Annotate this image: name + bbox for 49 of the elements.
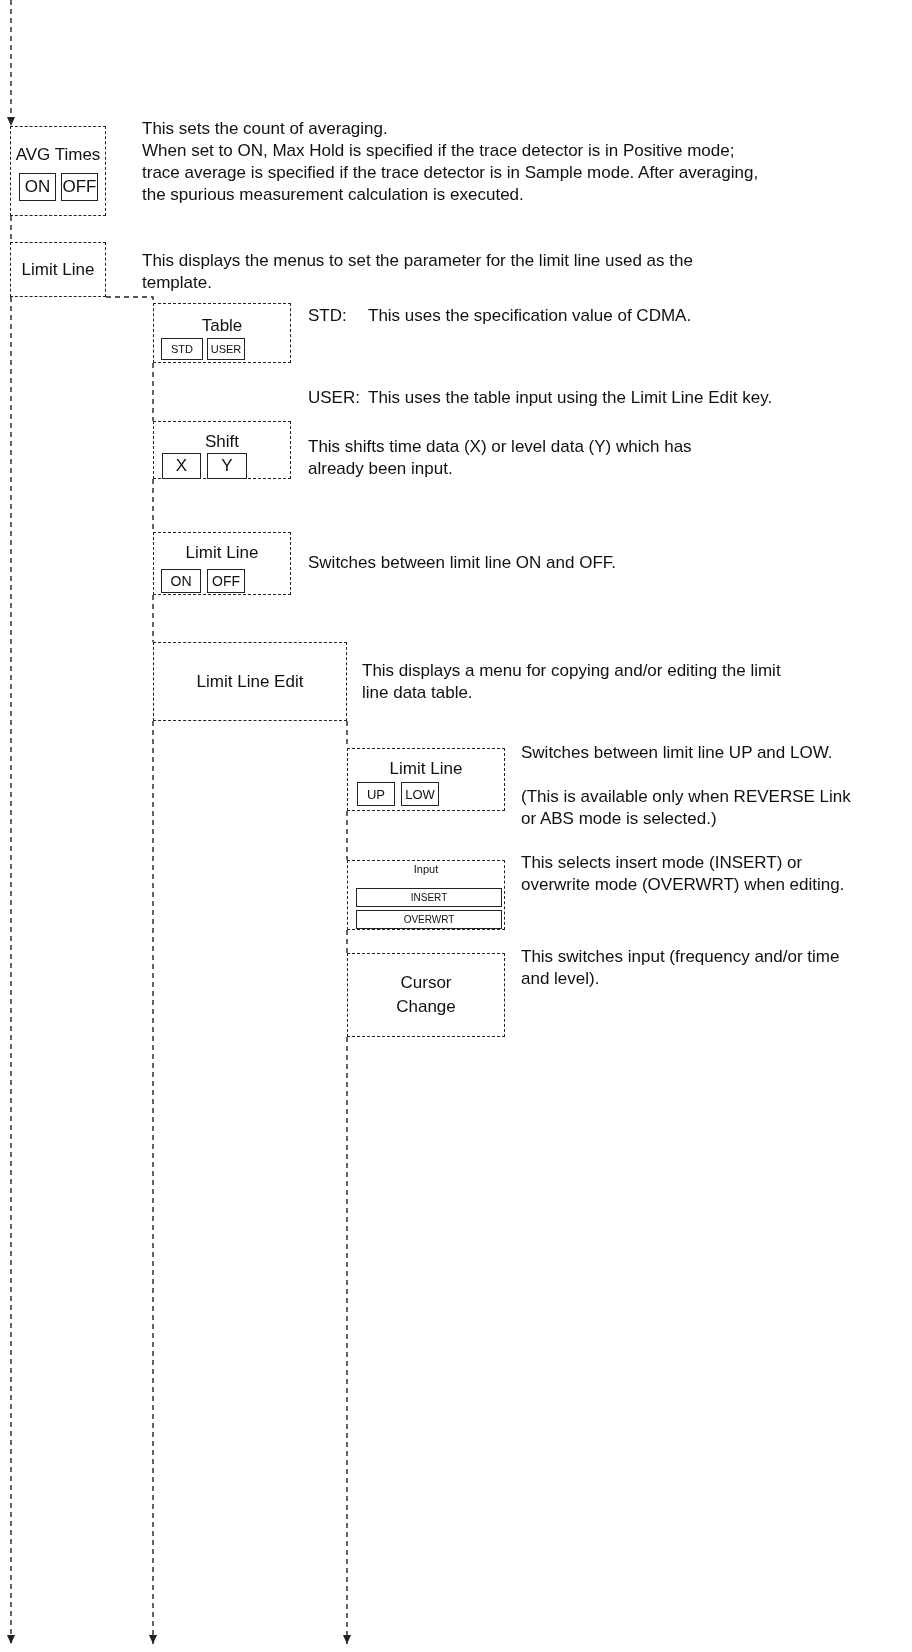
description-text: This switches input (frequency and/or time and level). xyxy=(521,946,841,990)
option-label: USER: xyxy=(308,387,361,409)
description-text: This uses the table input using the Limit Line Edit key. xyxy=(368,387,774,409)
menu-box: Limit Line xyxy=(10,242,106,297)
menu-box xyxy=(153,532,291,595)
description-text: This selects insert mode (INSERT) or overwrite mode (OVERWRT) when editing. xyxy=(521,852,846,896)
key-button: INSERT xyxy=(356,888,502,907)
description-text: Switches between limit line ON and OFF. xyxy=(308,552,617,574)
arrow xyxy=(7,296,15,1645)
key-button: ON xyxy=(19,173,56,201)
menu-title: Limit Line xyxy=(388,759,464,779)
menu-box xyxy=(153,421,291,479)
menu-box xyxy=(347,748,505,811)
key-button: OFF xyxy=(61,173,98,201)
arrow xyxy=(149,720,157,1645)
key-button: STD xyxy=(161,338,203,360)
key-button: X xyxy=(162,453,201,479)
menu-box: Limit Line Edit xyxy=(153,642,347,721)
description-text: When set to ON, Max Hold is specified if the trace detector is in Positive mode; trace average is specified if the trace detector is in Sample mode. After averaging, the spurious measurement calculation is executed. xyxy=(142,140,760,206)
option-label: STD: xyxy=(308,305,348,327)
menu-box xyxy=(153,303,291,363)
description-text: Switches between limit line UP and LOW. xyxy=(521,742,834,764)
key-button: USER xyxy=(207,338,245,360)
description-text: This shifts time data (X) or level data (Y) which has already been input. xyxy=(308,436,693,480)
description-text: This sets the count of averaging. xyxy=(142,118,389,140)
description-text: (This is available only when REVERSE Link or ABS mode is selected.) xyxy=(521,786,851,830)
key-button: OFF xyxy=(207,569,245,593)
key-button: UP xyxy=(357,782,395,806)
key-button: LOW xyxy=(401,782,439,806)
key-button: OVERWRT xyxy=(356,910,502,929)
arrow xyxy=(7,0,15,127)
connector-line xyxy=(152,362,154,422)
connector-line xyxy=(152,594,154,643)
description-text: This uses the specification value of CDMA. xyxy=(368,305,693,327)
menu-box xyxy=(10,126,106,216)
menu-title: Limit Line xyxy=(184,543,260,563)
menu-title: Shift xyxy=(204,432,240,452)
connector-line xyxy=(346,810,348,861)
arrow xyxy=(343,1036,351,1645)
key-button: Y xyxy=(207,453,247,479)
description-text: This displays a menu for copying and/or editing the limit line data table. xyxy=(362,660,782,704)
menu-box: Cursor Change xyxy=(347,953,505,1037)
menu-title: AVG Times xyxy=(14,145,102,165)
description-text: This displays the menus to set the parameter for the limit line used as the template. xyxy=(142,250,694,294)
key-button: ON xyxy=(161,569,201,593)
menu-box xyxy=(347,860,505,930)
menu-title: Table xyxy=(200,316,244,336)
connector-line xyxy=(346,929,348,954)
menu-title: Input xyxy=(412,863,440,875)
